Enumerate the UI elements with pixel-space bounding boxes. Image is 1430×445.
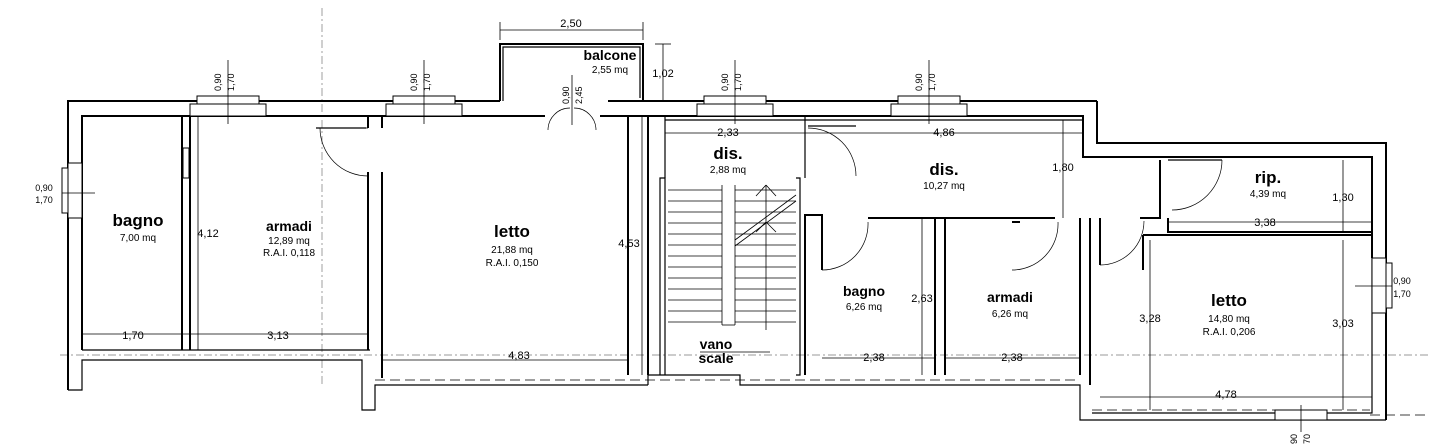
dim-label: 4,12 <box>197 228 218 240</box>
dim-label: 3,03 <box>1332 318 1353 330</box>
dim-label: 2,63 <box>911 293 932 305</box>
stair-arrow-head <box>755 184 767 197</box>
dim-label: 3,13 <box>267 330 288 342</box>
room-name-armadi: armadi <box>266 218 312 234</box>
window-dim: 90 <box>1289 434 1299 444</box>
dim-label: 1,80 <box>1052 162 1073 174</box>
window-dim: 1,70 <box>226 73 236 91</box>
window-dim: 1,70 <box>35 195 53 205</box>
door-swings <box>316 107 1223 271</box>
room-name-balcone: balcone <box>584 47 637 63</box>
window-right <box>1355 257 1393 314</box>
room-area: 10,27 mq <box>923 181 965 192</box>
room-name-bagno: bagno <box>843 283 885 299</box>
window-dim: 0,90 <box>720 73 730 91</box>
window-top <box>890 60 968 124</box>
room-area: 7,00 mq <box>120 233 156 244</box>
room-area: 14,80 mq <box>1208 314 1250 325</box>
window-dim: 0,90 <box>35 183 53 193</box>
window-dim: 1,70 <box>927 73 937 91</box>
room-name-dis: dis. <box>929 160 958 179</box>
stair-arrow-head <box>755 221 767 233</box>
window-dim: 1,70 <box>733 73 743 91</box>
stair-arrow-head <box>765 221 777 233</box>
dim-label: 2,38 <box>863 352 884 364</box>
room-name-bagno: bagno <box>113 211 164 230</box>
window-dim: 1,70 <box>1393 289 1411 299</box>
stair-label-line1: vano <box>700 336 733 352</box>
window-dim: 1,70 <box>422 73 432 91</box>
dim-label: 1,70 <box>122 330 143 342</box>
dim-label: 4,83 <box>508 350 529 362</box>
sliding-door-fixture <box>182 147 190 179</box>
window-dim: 0,90 <box>409 73 419 91</box>
dim-label: 3,38 <box>1254 217 1275 229</box>
window-bottom <box>1274 405 1328 432</box>
room-name-dis: dis. <box>713 144 742 163</box>
window-top <box>696 60 774 124</box>
balcony <box>499 22 671 102</box>
dim-label: 3,28 <box>1139 313 1160 325</box>
dim-label: 1,02 <box>652 68 673 80</box>
room-rai: R.A.I. 0,206 <box>1203 327 1256 338</box>
room-area: 4,39 mq <box>1250 189 1286 200</box>
window-dim: 2,45 <box>574 86 584 104</box>
dim-label: 4,53 <box>618 238 639 250</box>
room-area: 2,55 mq <box>592 65 628 76</box>
top-windows <box>189 60 968 125</box>
window-left <box>61 162 95 219</box>
room-area: 6,26 mq <box>846 302 882 313</box>
window-dim: 70 <box>1302 434 1312 444</box>
window-dim: 0,90 <box>561 86 571 104</box>
dim-label: 4,86 <box>933 127 954 139</box>
window-top <box>189 60 267 124</box>
dim-label: 2,33 <box>717 127 738 139</box>
dim-label: 4,78 <box>1215 389 1236 401</box>
room-name-rip: rip. <box>1255 168 1281 187</box>
staircase <box>668 184 797 353</box>
window-top <box>385 60 463 124</box>
interior-walls <box>181 116 1372 385</box>
room-area: 12,89 mq <box>268 236 310 247</box>
room-area: 2,88 mq <box>710 165 746 176</box>
dimension-lines <box>82 116 1372 410</box>
dim-label: 2,38 <box>1001 352 1022 364</box>
room-name-letto: letto <box>494 222 530 241</box>
room-area: 6,26 mq <box>992 309 1028 320</box>
room-area: 21,88 mq <box>491 245 533 256</box>
stair-label-line2: scale <box>698 350 733 366</box>
window-dim: 0,90 <box>914 73 924 91</box>
stair-break-line <box>734 200 797 247</box>
window-dim: 0,90 <box>213 73 223 91</box>
stair-break-line <box>734 194 797 241</box>
room-name-armadi: armadi <box>987 289 1033 305</box>
window-dim: 0,90 <box>1393 276 1411 286</box>
room-rai: R.A.I. 0,150 <box>486 258 539 269</box>
stair-arrow-head <box>765 184 777 197</box>
dim-label: 2,50 <box>560 18 581 30</box>
room-name-letto: letto <box>1211 291 1247 310</box>
room-rai: R.A.I. 0,118 <box>263 248 316 259</box>
dim-label: 1,30 <box>1332 192 1353 204</box>
